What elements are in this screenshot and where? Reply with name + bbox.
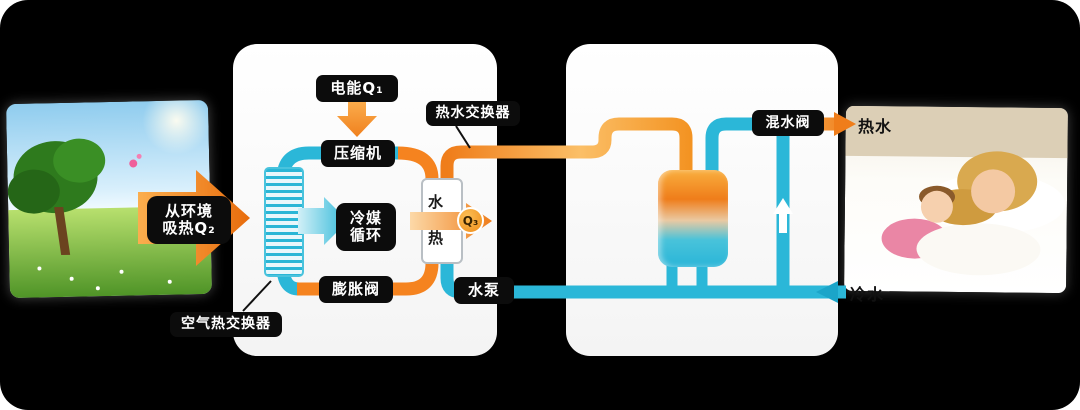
label-hot-water-exchanger: 热水交换器	[426, 101, 520, 126]
hot-water-exchanger-callout-line	[455, 125, 471, 149]
q3-badge: Q₃	[457, 207, 484, 234]
child-face	[920, 190, 953, 223]
tree-foliage-dark	[7, 169, 60, 214]
sun	[142, 99, 211, 155]
grass-flowers	[37, 266, 172, 291]
label-electric-energy: 电能Q₁	[316, 75, 398, 102]
cold-water-text: 冷水	[850, 285, 885, 304]
cold-water-arrowhead	[816, 281, 838, 303]
label-expansion-valve: 膨胀阀	[319, 276, 393, 303]
mother-face	[971, 169, 1016, 214]
family-photo	[844, 105, 1068, 294]
tree-foliage-light	[53, 138, 106, 183]
riser-up-arrow	[773, 198, 793, 233]
label-refrigerant-line1: 冷媒	[349, 208, 382, 227]
label-compressor: 压缩机	[321, 140, 395, 167]
electric-energy-arrow	[337, 102, 377, 137]
kite-tail	[136, 153, 142, 159]
label-mixing-valve: 混水阀	[752, 110, 824, 136]
hot-water-text: 热水	[858, 117, 893, 136]
evaporator-heat-arrow	[298, 197, 348, 245]
label-environment-heat: 从环境 吸热Q₂	[147, 196, 231, 244]
label-environment-heat-line2: 吸热Q₂	[162, 219, 216, 237]
kite	[129, 159, 138, 168]
label-water-pump: 水泵	[454, 277, 514, 304]
air-heat-exchanger-callout-line	[242, 280, 272, 312]
hot-water-pipe	[440, 117, 693, 186]
mother-shirt	[916, 223, 1041, 276]
headboard	[845, 105, 1068, 159]
label-refrigerant-cycle: 冷媒 循环	[336, 203, 396, 251]
label-air-heat-exchanger: 空气热交换器	[170, 312, 282, 337]
water-tank	[658, 170, 728, 267]
label-environment-heat-line1: 从环境	[164, 201, 213, 220]
label-refrigerant-line2: 循环	[349, 226, 382, 244]
family-photo-art	[844, 105, 1068, 294]
hot-water-arrowhead	[834, 112, 856, 136]
tank-outlet-pipe	[705, 117, 768, 182]
tree-trunk	[54, 206, 71, 256]
